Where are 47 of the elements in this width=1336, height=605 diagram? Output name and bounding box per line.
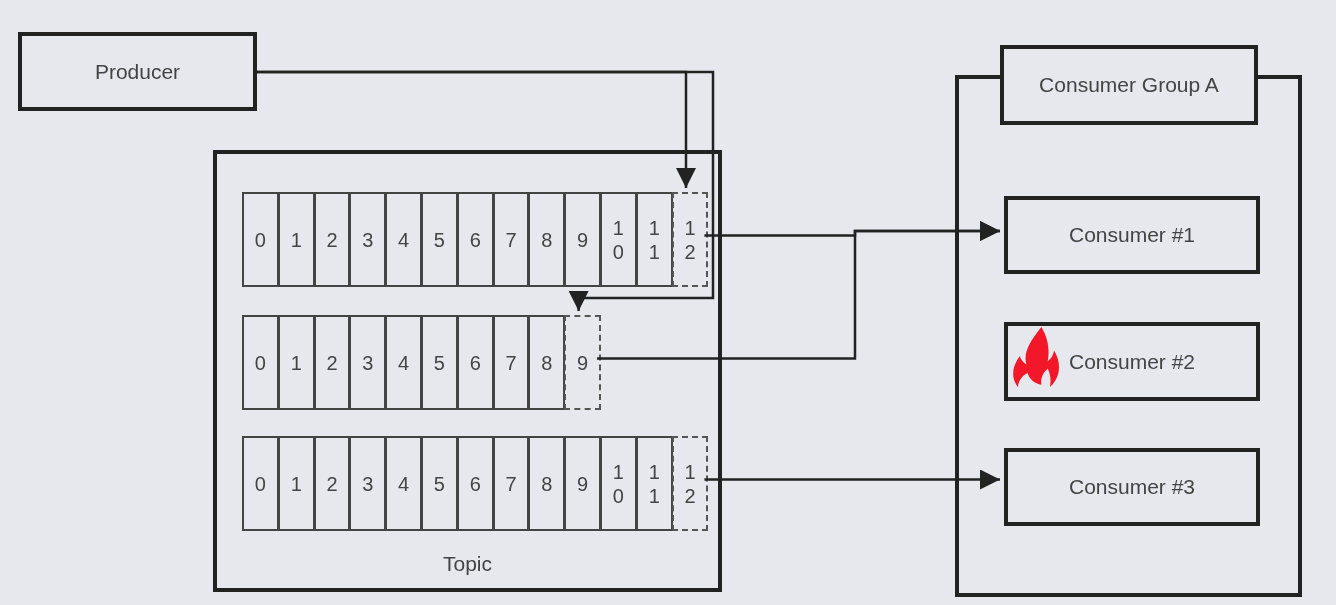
new-message-slot: 12 xyxy=(671,192,709,287)
message-slot: 4 xyxy=(385,315,422,410)
producer-box: Producer xyxy=(18,32,257,111)
message-slot: 2 xyxy=(313,192,351,287)
message-slot: 1 xyxy=(277,315,315,410)
message-slot: 8 xyxy=(528,315,566,410)
message-slot: 6 xyxy=(456,436,494,531)
consumer-box: Consumer #3 xyxy=(1004,448,1260,526)
message-slot: 2 xyxy=(313,436,351,531)
message-slot: 9 xyxy=(564,192,601,287)
message-slot: 0 xyxy=(242,315,279,410)
message-slot: 7 xyxy=(492,436,530,531)
message-slot: 8 xyxy=(528,436,566,531)
consumer-group-box xyxy=(955,75,1302,597)
arrow xyxy=(597,221,1000,360)
message-slot: 5 xyxy=(421,315,458,410)
message-slot: 1 xyxy=(277,192,315,287)
message-slot: 7 xyxy=(492,192,530,287)
message-slot: 4 xyxy=(385,192,422,287)
message-slot: 5 xyxy=(421,436,458,531)
message-slot: 0 xyxy=(242,436,279,531)
message-slot: 7 xyxy=(492,315,530,410)
arrow xyxy=(704,469,1000,490)
message-slot: 6 xyxy=(456,315,494,410)
message-slot: 4 xyxy=(385,436,422,531)
message-slot: 2 xyxy=(313,315,351,410)
arrow xyxy=(257,70,715,311)
message-slot: 3 xyxy=(349,192,387,287)
message-slot: 11 xyxy=(635,436,673,531)
message-slot: 3 xyxy=(349,436,387,531)
message-slot: 10 xyxy=(600,192,637,287)
message-slot: 0 xyxy=(242,192,279,287)
topic-label: Topic xyxy=(443,552,492,576)
consumer-box: Consumer #2 xyxy=(1004,322,1260,401)
message-slot: 8 xyxy=(528,192,566,287)
new-message-slot: 9 xyxy=(564,315,601,410)
message-slot: 5 xyxy=(421,192,458,287)
message-slot: 11 xyxy=(635,192,673,287)
message-slot: 3 xyxy=(349,315,387,410)
message-slot: 1 xyxy=(277,436,315,531)
topic-box xyxy=(213,150,722,592)
consumer-box: Consumer #1 xyxy=(1004,196,1260,274)
message-slot: 10 xyxy=(600,436,637,531)
new-message-slot: 12 xyxy=(671,436,709,531)
message-slot: 9 xyxy=(564,436,601,531)
group-title-box: Consumer Group A xyxy=(1000,45,1258,125)
message-slot: 6 xyxy=(456,192,494,287)
